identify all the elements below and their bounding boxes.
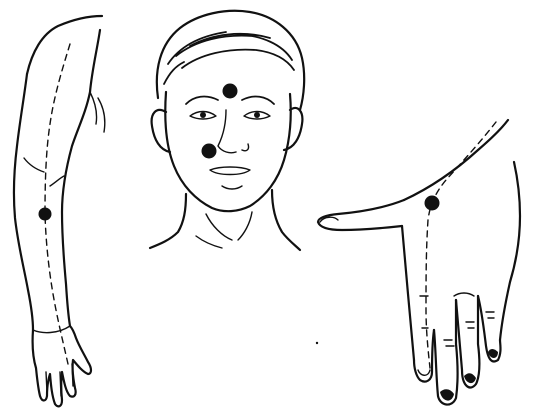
hand-middle-finger <box>434 300 458 405</box>
arm-inner-contour <box>62 30 100 326</box>
arm-elbow-crease <box>24 158 64 186</box>
arm-figure <box>14 16 105 406</box>
arm-acupoint-marker <box>39 208 52 221</box>
face-right-ear <box>284 108 302 150</box>
hand-meridian-line <box>426 122 496 368</box>
face-chin-line <box>222 186 242 189</box>
stray-ink-dot <box>316 342 318 344</box>
face-right-eyebrow <box>242 97 274 104</box>
hand-middle-nail <box>440 389 454 400</box>
hand-figure <box>318 120 520 405</box>
arm-meridian-line <box>45 44 70 364</box>
hand-wrist-top <box>404 120 508 200</box>
arm-wrist-line <box>33 326 70 333</box>
face-left-eyebrow <box>186 97 218 104</box>
hand-wrist-bottom <box>500 162 520 340</box>
face-neck-left <box>150 194 186 248</box>
hand-thumb-outline <box>318 200 404 230</box>
hand-ring-nail <box>464 373 476 383</box>
face-mouth <box>210 167 250 175</box>
hand-acupoint-marker <box>425 196 440 211</box>
face-neck-right <box>272 190 300 250</box>
hand-index-nail <box>418 370 430 375</box>
face-right-pupil <box>254 112 260 118</box>
face-left-pupil <box>200 112 206 118</box>
face-figure <box>150 11 318 344</box>
face-forehead-acupoint-marker <box>223 84 238 99</box>
face-nose-side-acupoint-marker <box>202 144 217 159</box>
arm-armpit-line <box>90 92 105 132</box>
hand-index-finger <box>414 330 434 382</box>
hand-palm-left-edge <box>402 226 414 360</box>
face-hair-strands <box>164 32 294 84</box>
arm-shoulder-outline <box>27 16 102 74</box>
face-neck-detail <box>196 212 252 248</box>
arm-outer-contour <box>14 74 33 330</box>
